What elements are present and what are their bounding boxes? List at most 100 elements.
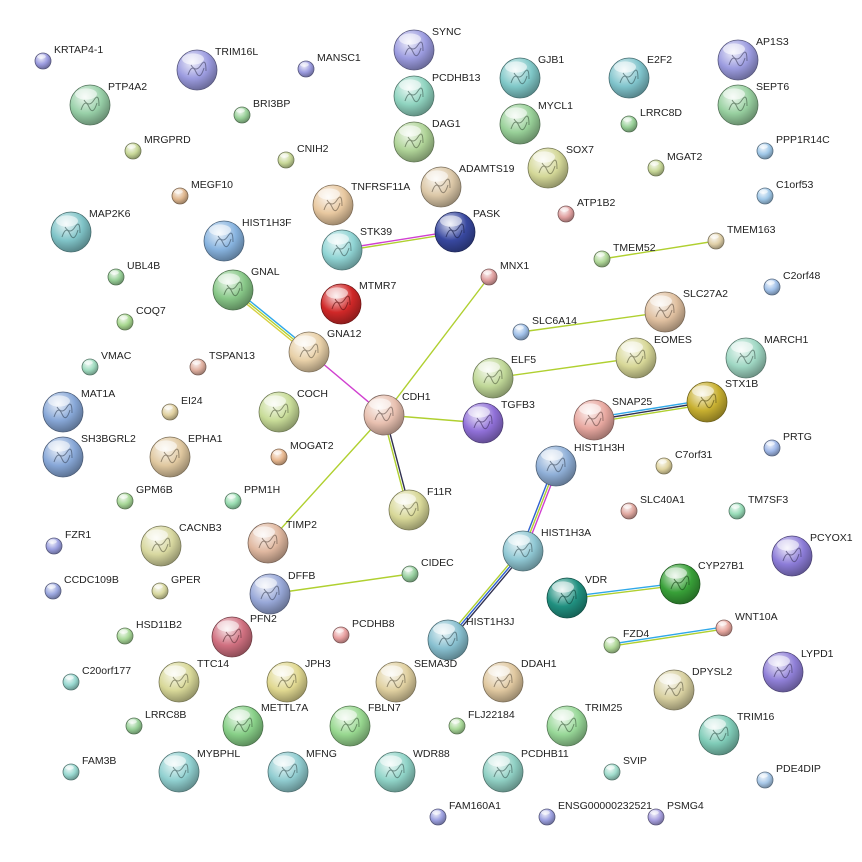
node-atp1b2[interactable]: ATP1B2 xyxy=(557,197,615,223)
node-e2f2[interactable]: E2F2 xyxy=(608,54,672,99)
node-ubl4b[interactable]: UBL4B xyxy=(107,260,160,286)
edge-dffb-cidec[interactable] xyxy=(269,573,411,595)
node-trim25[interactable]: TRIM25 xyxy=(546,702,623,747)
node-fbln7[interactable]: FBLN7 xyxy=(329,702,401,747)
node-sh3bgrl2[interactable]: SH3BGRL2 xyxy=(42,433,136,478)
node-wnt10a[interactable]: WNT10A xyxy=(715,611,778,637)
node-mettl7a[interactable]: METTL7A xyxy=(222,702,308,747)
node-vmac[interactable]: VMAC xyxy=(81,350,132,376)
edge-cdh1-mnx1[interactable] xyxy=(383,276,490,416)
node-pcdhb13[interactable]: PCDHB13 xyxy=(393,72,481,117)
node-dpysl2[interactable]: DPYSL2 xyxy=(653,666,732,711)
edge-slc6a14-slc27a2[interactable] xyxy=(520,311,666,333)
node-tmem52[interactable]: TMEM52 xyxy=(593,242,656,268)
node-mgat2[interactable]: MGAT2 xyxy=(647,151,703,177)
node-bri3bp[interactable]: BRI3BP xyxy=(233,98,290,124)
node-krtap4-1[interactable]: KRTAP4-1 xyxy=(34,44,103,70)
node-gjb1[interactable]: GJB1 xyxy=(499,54,564,99)
node-coq7[interactable]: COQ7 xyxy=(116,305,166,331)
node-timp2[interactable]: TIMP2 xyxy=(247,519,317,564)
node-pfn2[interactable]: PFN2 xyxy=(211,613,277,658)
node-megf10[interactable]: MEGF10 xyxy=(171,179,233,205)
node-hist1h3h[interactable]: HIST1H3H xyxy=(535,442,625,487)
node-mansc1[interactable]: MANSC1 xyxy=(297,52,361,78)
node-ptp4a2[interactable]: PTP4A2 xyxy=(69,81,147,126)
node-dag1[interactable]: DAG1 xyxy=(393,118,461,163)
node-sept6[interactable]: SEPT6 xyxy=(717,81,789,126)
node-slc40a1[interactable]: SLC40A1 xyxy=(620,494,685,520)
node-tm7sf3[interactable]: TM7SF3 xyxy=(728,494,788,520)
edge-cdh1-timp2[interactable] xyxy=(267,414,385,544)
node-lypd1[interactable]: LYPD1 xyxy=(762,648,834,693)
node-cyp27b1[interactable]: CYP27B1 xyxy=(659,560,744,605)
node-gpm6b[interactable]: GPM6B xyxy=(116,484,173,510)
node-mfng[interactable]: MFNG xyxy=(267,748,337,793)
node-c1orf53[interactable]: C1orf53 xyxy=(756,179,814,205)
node-trim16[interactable]: TRIM16 xyxy=(698,711,775,756)
node-c20orf177[interactable]: C20orf177 xyxy=(62,665,131,691)
node-tmem163[interactable]: TMEM163 xyxy=(707,224,776,250)
node-cnih2[interactable]: CNIH2 xyxy=(277,143,329,169)
node-mycl1[interactable]: MYCL1 xyxy=(499,100,573,145)
node-gper[interactable]: GPER xyxy=(151,574,201,600)
node-hist1h3f[interactable]: HIST1H3F xyxy=(203,217,292,262)
node-ttc14[interactable]: TTC14 xyxy=(158,658,229,703)
node-march1[interactable]: MARCH1 xyxy=(725,334,808,379)
node-map2k6[interactable]: MAP2K6 xyxy=(50,208,131,253)
node-pask[interactable]: PASK xyxy=(434,208,500,253)
node-prtg[interactable]: PRTG xyxy=(763,431,812,457)
node-mtmr7[interactable]: MTMR7 xyxy=(320,280,396,325)
node-snap25[interactable]: SNAP25 xyxy=(573,396,652,441)
node-pde4dip[interactable]: PDE4DIP xyxy=(756,763,821,789)
node-cdh1[interactable]: CDH1 xyxy=(363,391,431,436)
node-tspan13[interactable]: TSPAN13 xyxy=(189,350,255,376)
node-pcdhb8[interactable]: PCDHB8 xyxy=(332,618,395,644)
node-vdr[interactable]: VDR xyxy=(546,574,608,619)
node-dffb[interactable]: DFFB xyxy=(249,570,315,615)
node-ccdc109b[interactable]: CCDC109B xyxy=(44,574,119,600)
node-hist1h3a[interactable]: HIST1H3A xyxy=(502,527,591,572)
node-trim16l[interactable]: TRIM16L xyxy=(176,46,258,91)
node-mat1a[interactable]: MAT1A xyxy=(42,388,115,433)
node-hsd11b2[interactable]: HSD11B2 xyxy=(116,619,182,645)
node-gnal[interactable]: GNAL xyxy=(212,266,280,311)
node-pcdhb11[interactable]: PCDHB11 xyxy=(482,748,569,793)
node-sema3d[interactable]: SEMA3D xyxy=(375,658,458,703)
edge-elf5-eomes[interactable] xyxy=(492,357,637,379)
node-fzr1[interactable]: FZR1 xyxy=(45,529,91,555)
node-jph3[interactable]: JPH3 xyxy=(266,658,331,703)
edge-fzd4-wnt10a[interactable] xyxy=(612,628,725,647)
node-c7orf31[interactable]: C7orf31 xyxy=(655,449,713,475)
node-coch[interactable]: COCH xyxy=(258,388,328,433)
node-sync[interactable]: SYNC xyxy=(393,26,462,71)
node-cidec[interactable]: CIDEC xyxy=(401,557,454,583)
node-fam160a1[interactable]: FAM160A1 xyxy=(429,800,501,826)
node-fzd4[interactable]: FZD4 xyxy=(603,628,649,654)
node-flj22184[interactable]: FLJ22184 xyxy=(448,709,515,735)
node-svip[interactable]: SVIP xyxy=(603,755,647,781)
node-sox7[interactable]: SOX7 xyxy=(527,144,594,189)
node-mnx1[interactable]: MNX1 xyxy=(480,260,529,286)
node-wdr88[interactable]: WDR88 xyxy=(374,748,450,793)
node-stk39[interactable]: STK39 xyxy=(321,226,392,271)
node-ensg00000232521[interactable]: ENSG00000232521 xyxy=(538,800,652,826)
node-mybphl[interactable]: MYBPHL xyxy=(158,748,240,793)
node-ddah1[interactable]: DDAH1 xyxy=(482,658,557,703)
node-epha1[interactable]: EPHA1 xyxy=(149,433,223,478)
node-ap1s3[interactable]: AP1S3 xyxy=(717,36,789,81)
node-hist1h3j[interactable]: HIST1H3J xyxy=(427,616,514,661)
node-mrgprd[interactable]: MRGPRD xyxy=(124,134,191,160)
node-eomes[interactable]: EOMES xyxy=(615,334,692,379)
node-elf5[interactable]: ELF5 xyxy=(472,354,536,399)
node-adamts19[interactable]: ADAMTS19 xyxy=(420,163,515,208)
edge-tmem52-tmem163[interactable] xyxy=(601,240,717,260)
node-gna12[interactable]: GNA12 xyxy=(288,328,362,373)
node-fam3b[interactable]: FAM3B xyxy=(62,755,116,781)
node-slc6a14[interactable]: SLC6A14 xyxy=(512,315,577,341)
node-c2orf48[interactable]: C2orf48 xyxy=(763,270,821,296)
node-f11r[interactable]: F11R xyxy=(388,486,452,531)
node-lrrc8d[interactable]: LRRC8D xyxy=(620,107,682,133)
node-ei24[interactable]: EI24 xyxy=(161,395,203,421)
node-tgfb3[interactable]: TGFB3 xyxy=(462,399,535,444)
node-stx1b[interactable]: STX1B xyxy=(686,378,758,423)
